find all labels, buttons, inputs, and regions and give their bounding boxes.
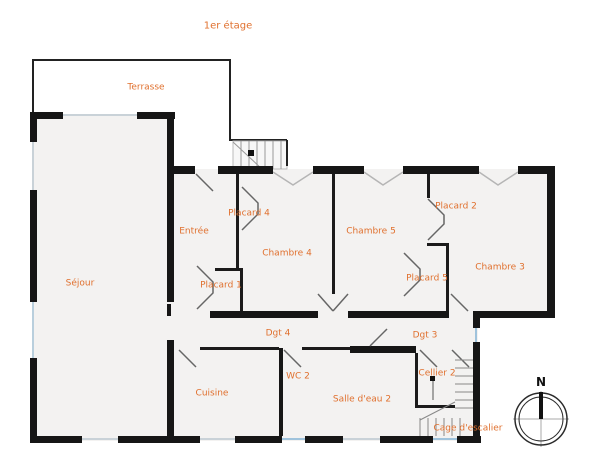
exterior-stairs — [232, 140, 288, 170]
page-title: 1er étage — [203, 20, 253, 32]
stairwell — [419, 359, 473, 436]
compass-north-label: N — [535, 375, 547, 389]
floor-areas — [33, 115, 552, 441]
exterior-walls — [30, 112, 555, 443]
doors — [178, 173, 470, 368]
compass — [513, 391, 569, 447]
terrace-outline — [32, 59, 287, 141]
interior-walls — [215, 174, 455, 408]
corridor-walls — [200, 347, 350, 350]
windows — [32, 114, 519, 440]
